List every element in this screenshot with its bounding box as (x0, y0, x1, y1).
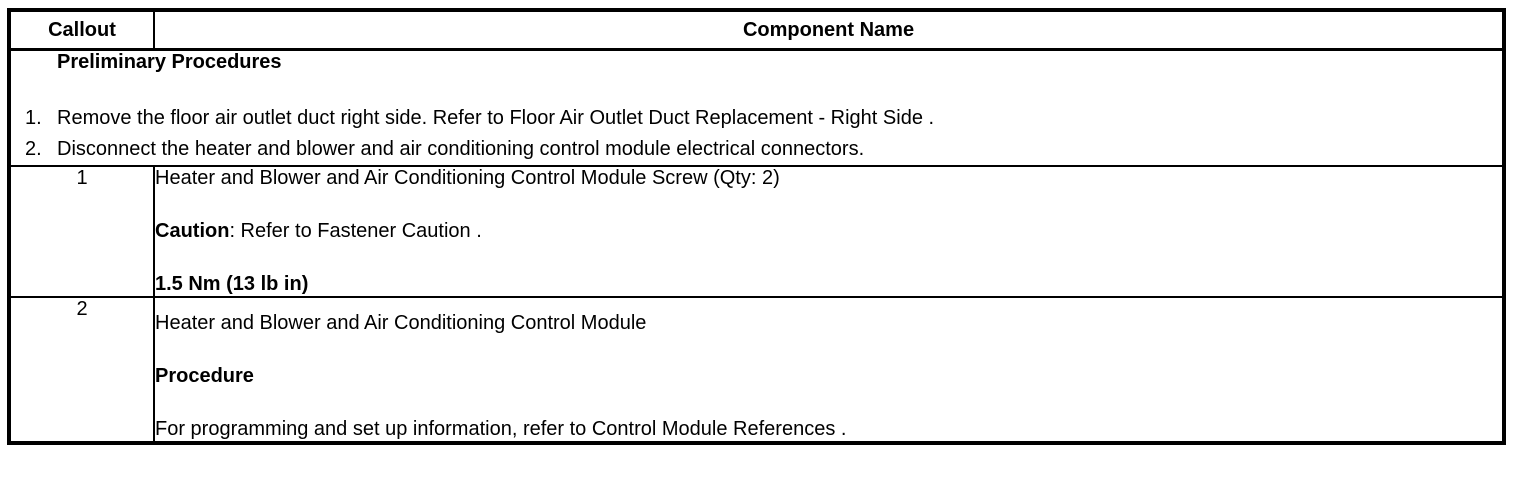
step-number: 1. (25, 107, 42, 129)
caution-label: Caution (155, 220, 230, 242)
preliminary-procedures-cell: Preliminary Procedures 1. Remove the flo… (9, 49, 1504, 167)
callout-number: 2 (9, 297, 155, 443)
table-row-callout-1: 1 Heater and Blower and Air Conditioning… (9, 166, 1504, 298)
preliminary-steps-list: 1. Remove the floor air outlet duct righ… (11, 103, 1502, 165)
table-header-row: Callout Component Name (9, 10, 1504, 51)
preliminary-step-2: 2. Disconnect the heater and blower and … (11, 134, 1502, 165)
callout-component-table: Callout Component Name Preliminary Proce… (7, 8, 1506, 445)
preliminary-procedures-row: Preliminary Procedures 1. Remove the flo… (9, 49, 1504, 167)
component-name-column-header: Component Name (154, 10, 1504, 51)
component-name-text: Heater and Blower and Air Conditioning C… (155, 312, 647, 334)
callout-number: 1 (9, 166, 155, 298)
step-number: 2. (25, 138, 42, 160)
callout-column-header: Callout (9, 10, 155, 51)
preliminary-step-1: 1. Remove the floor air outlet duct righ… (11, 103, 1502, 134)
caution-text: : Refer to Fastener Caution . (229, 220, 482, 242)
component-name-text: Heater and Blower and Air Conditioning C… (155, 167, 780, 189)
step-text: Disconnect the heater and blower and air… (57, 138, 865, 160)
table-row-callout-2: 2 Heater and Blower and Air Conditioning… (9, 297, 1504, 443)
torque-spec: 1.5 Nm (13 lb in) (155, 273, 309, 295)
step-text: Remove the floor air outlet duct right s… (57, 107, 935, 129)
procedure-label: Procedure (155, 365, 254, 387)
component-description-cell: Heater and Blower and Air Conditioning C… (154, 166, 1504, 298)
procedure-note: For programming and set up information, … (155, 418, 847, 440)
preliminary-procedures-title: Preliminary Procedures (57, 51, 282, 73)
component-description-cell: Heater and Blower and Air Conditioning C… (154, 297, 1504, 443)
caution-note: Caution: Refer to Fastener Caution . (155, 220, 1502, 243)
